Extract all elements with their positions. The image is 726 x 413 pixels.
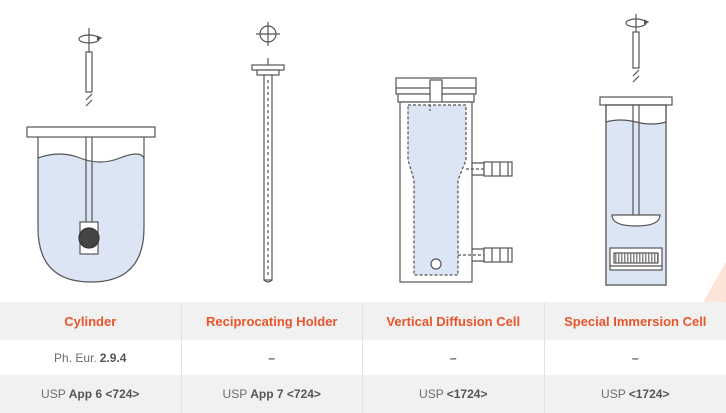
header-vertical-diffusion-cell: Vertical Diffusion Cell (363, 302, 545, 340)
cell-prefix: USP (222, 387, 248, 401)
header-special-immersion-cell: Special Immersion Cell (564, 313, 707, 329)
table-cell: Ph. Eur.2.9.4 (0, 340, 182, 375)
table-cell: – (545, 340, 726, 375)
rotation-arrow-icon (78, 34, 103, 44)
cell-value: App 6 <724> (68, 387, 140, 401)
table-cell: – (363, 340, 545, 375)
apparatus-illustrations (26, 14, 673, 286)
table-cell: USP<1724> (545, 375, 726, 413)
rotation-arrow-icon (625, 18, 650, 28)
cell-prefix: USP (601, 387, 626, 401)
table-cell: USP<1724> (363, 375, 545, 413)
special-immersion-cell-diagram (599, 14, 673, 286)
cell-value: – (449, 350, 457, 365)
table-header-row: Cylinder Reciprocating Holder Vertical D… (0, 302, 726, 340)
cell-value: – (268, 350, 276, 365)
cell-value: <1724> (446, 387, 488, 401)
header-reciprocating-holder: Reciprocating Holder (182, 302, 363, 340)
cell-value: – (631, 350, 639, 365)
cell-value: 2.9.4 (99, 350, 127, 365)
crosshair-icon (256, 22, 280, 46)
reciprocating-holder-diagram (251, 22, 285, 283)
cell-prefix: USP (41, 387, 66, 401)
cell-value: <1724> (628, 387, 670, 401)
vertical-diffusion-cell-diagram (395, 77, 513, 283)
cylinder-apparatus-diagram (26, 28, 156, 283)
ph-eur-row: Ph. Eur.2.9.4 – – – (0, 340, 726, 375)
cell-value: App 7 <724> (250, 387, 321, 401)
table-cell: – (182, 340, 363, 375)
cell-prefix: Ph. Eur. (54, 350, 97, 365)
header-cylinder: Cylinder (0, 302, 182, 340)
method-comparison-table: Cylinder Reciprocating Holder Vertical D… (0, 302, 726, 413)
cell-prefix: USP (419, 387, 444, 401)
